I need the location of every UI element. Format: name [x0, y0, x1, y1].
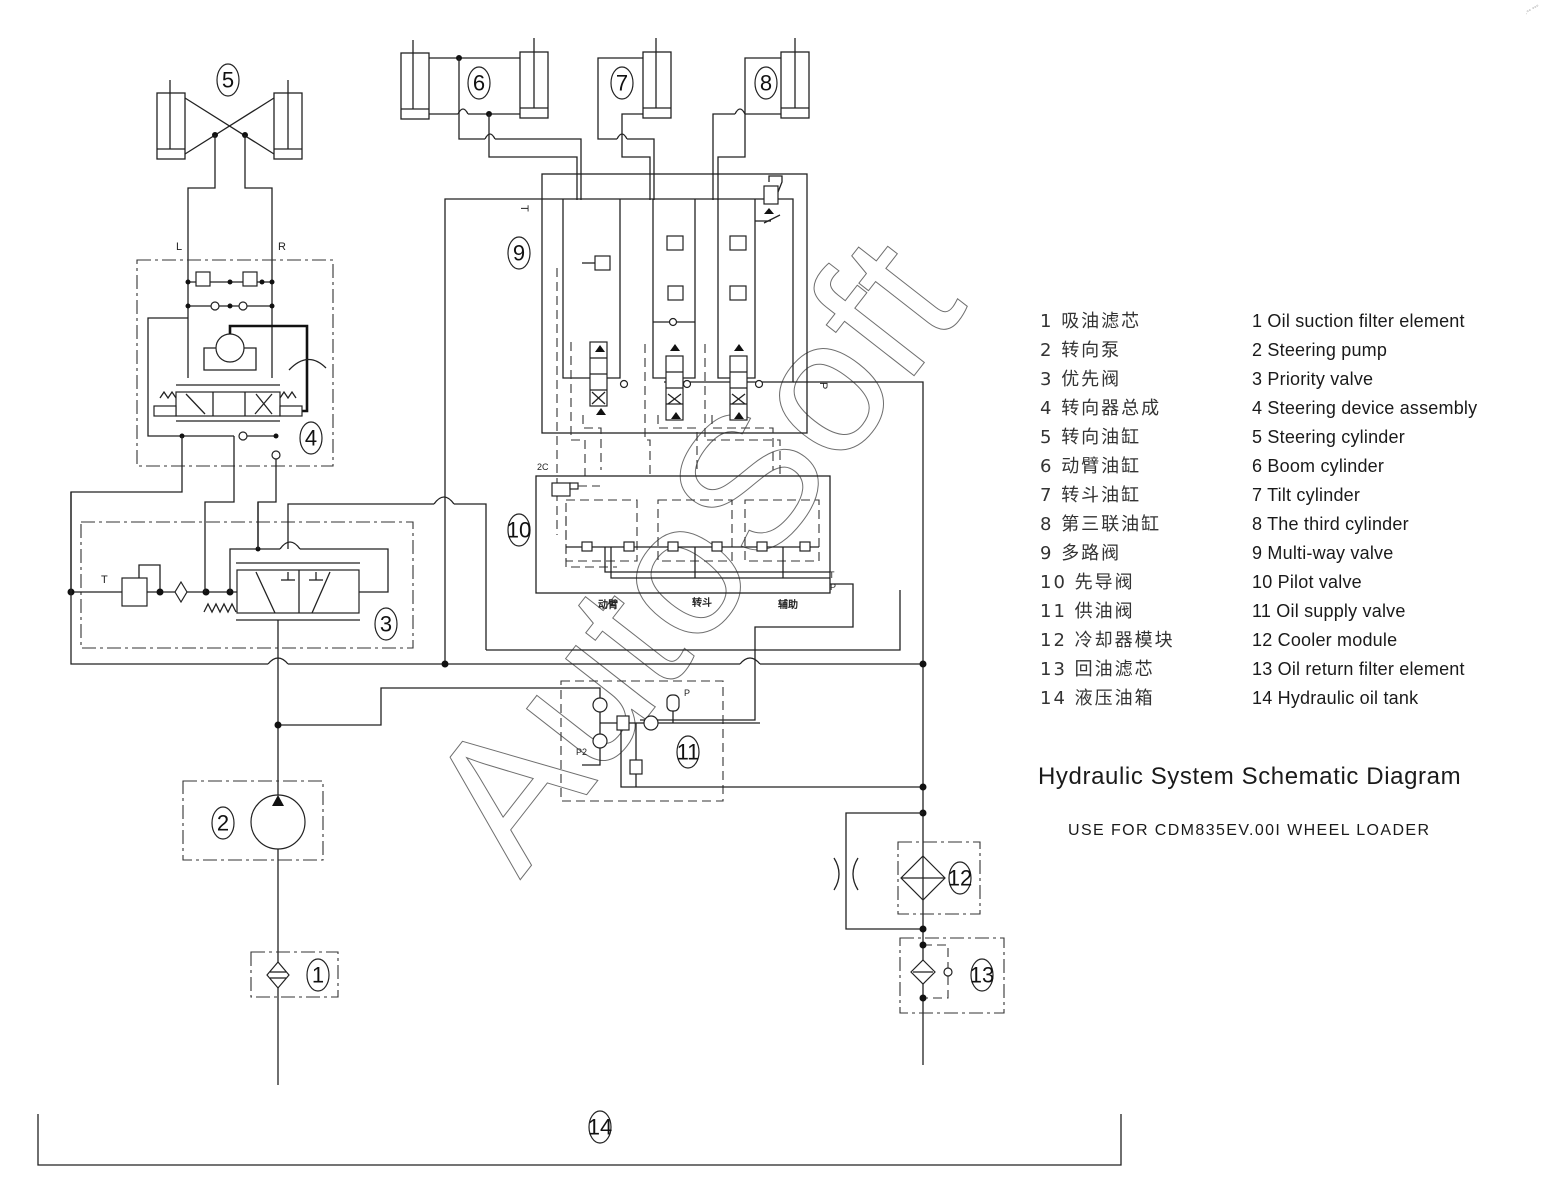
steering-pump[interactable]	[182, 780, 324, 861]
svg-text:13: 13	[970, 963, 994, 988]
svg-text:7: 7	[616, 71, 628, 96]
multi-way-valve[interactable]: T P	[444, 173, 924, 664]
port-label-l: L	[176, 241, 182, 253]
svg-text:10: 10	[507, 518, 531, 543]
svg-text:AutoSoft: AutoSoft	[385, 200, 1001, 905]
pilot-lines	[556, 268, 781, 535]
boom-cylinders[interactable]	[400, 38, 582, 200]
diagram-subtitle: USE FOR CDM835EV.00I WHEEL LOADER	[1068, 822, 1431, 839]
svg-text:8: 8	[760, 71, 772, 96]
svg-text:14: 14	[588, 1115, 612, 1140]
port-label-p2: P2	[576, 747, 587, 757]
callout-3: 3	[374, 607, 398, 641]
svg-text:1: 1	[312, 963, 324, 988]
callout-2: 2	[211, 806, 235, 840]
svg-text:4: 4	[305, 426, 317, 451]
callout-11: 11	[676, 735, 700, 769]
callout-10: 10	[507, 513, 531, 547]
port-label-p11: P	[684, 688, 690, 698]
steering-cylinders[interactable]: L R	[156, 80, 303, 262]
callout-8: 8	[754, 66, 778, 100]
tilt-cylinder[interactable]	[597, 38, 672, 200]
svg-text:2: 2	[217, 811, 229, 836]
svg-text:3: 3	[380, 612, 392, 637]
callout-4: 4	[299, 421, 323, 455]
steering-cylinder-left	[156, 92, 186, 160]
callout-14: 14	[588, 1110, 612, 1144]
pilot-return-line	[486, 590, 901, 651]
callout-1: 1	[306, 958, 330, 992]
port-label-t9: T	[518, 205, 530, 212]
port-label-2c: 2C	[537, 462, 549, 472]
callout-6: 6	[467, 66, 491, 100]
cooler-module[interactable]	[897, 841, 981, 915]
port-label-t10: T	[829, 570, 835, 580]
svg-text:11: 11	[677, 740, 700, 765]
oil-supply-valve[interactable]: P2 P	[560, 680, 923, 802]
callout-12: 12	[948, 861, 972, 895]
callout-9: 9	[507, 236, 531, 270]
diagram-title: Hydraulic System Schematic Diagram	[1038, 763, 1462, 790]
svg-text:12: 12	[948, 866, 972, 891]
hydraulic-oil-tank[interactable]	[37, 1114, 1122, 1166]
pilot-section-aux: 辅助	[778, 598, 798, 611]
pilot-valve[interactable]: 2C T P 动臂 转斗 辅助	[535, 462, 836, 611]
port-label-p9: P	[817, 382, 829, 389]
oil-return-filter[interactable]	[899, 937, 1005, 1014]
callout-13: 13	[970, 958, 994, 992]
port-label-t: T	[101, 574, 108, 586]
svg-text:5: 5	[222, 68, 234, 93]
watermark: AutoSoft	[385, 200, 1002, 906]
supply-lines-left	[70, 436, 923, 1085]
steering-device-assembly[interactable]	[136, 259, 334, 467]
callout-7: 7	[610, 66, 634, 100]
priority-valve[interactable]: T	[67, 521, 414, 649]
third-cylinder[interactable]	[712, 38, 810, 200]
svg-text:6: 6	[473, 71, 485, 96]
port-label-p10: P	[830, 582, 836, 592]
pilot-supply-line	[640, 583, 854, 721]
callout-5: 5	[216, 63, 240, 97]
oil-suction-filter[interactable]	[250, 951, 339, 998]
svg-text:9: 9	[513, 241, 525, 266]
pilot-section-boom: 动臂	[598, 598, 618, 611]
pilot-section-tilt: 转斗	[692, 596, 712, 609]
port-label-r: R	[278, 241, 286, 253]
